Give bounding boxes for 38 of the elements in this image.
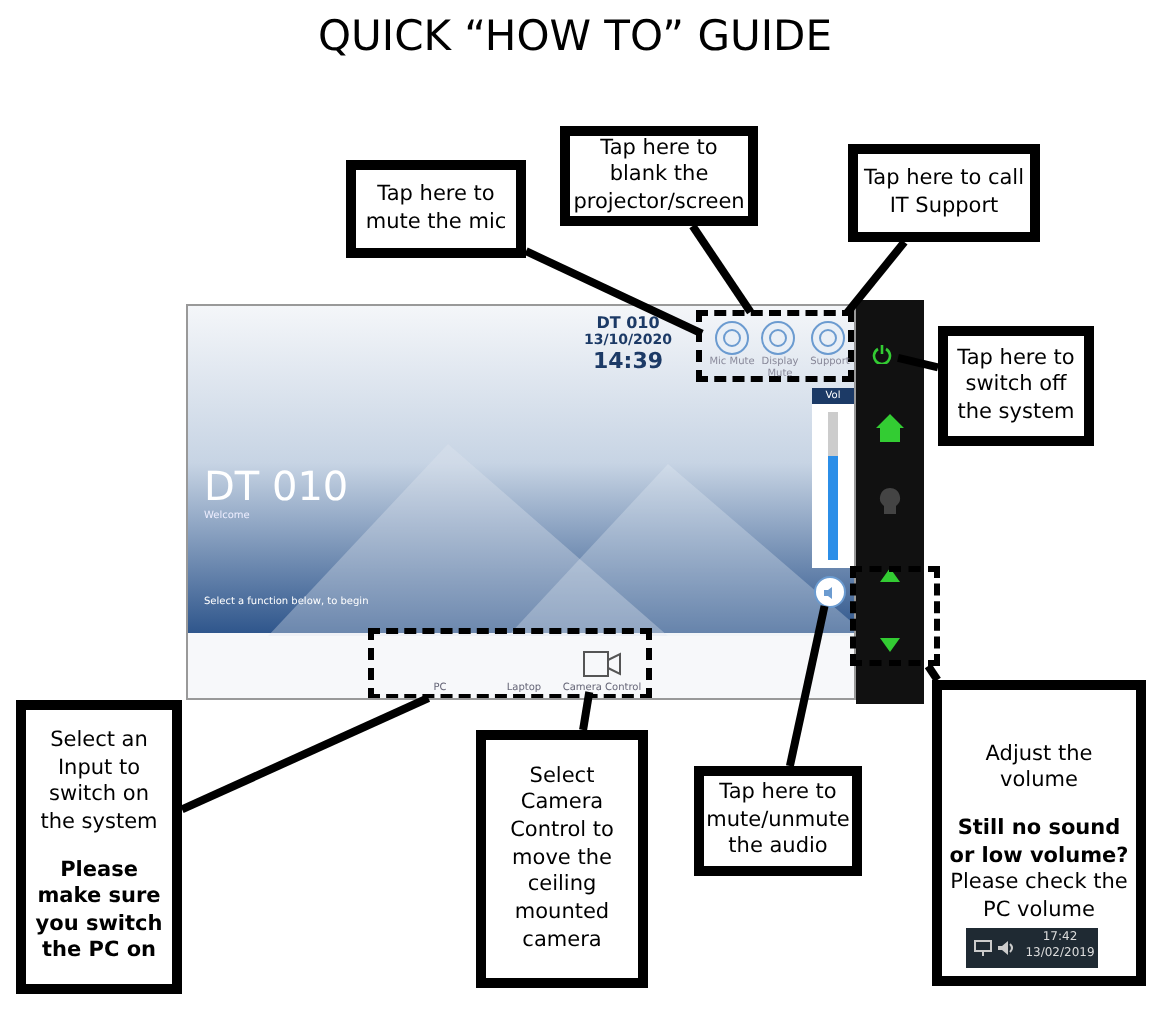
room-title: DT 010 xyxy=(204,462,349,510)
callout-box xyxy=(476,730,648,988)
room-name: DT 010 xyxy=(594,314,662,332)
touch-screen xyxy=(186,304,856,700)
dashed-highlight xyxy=(368,628,652,698)
speaker-button xyxy=(814,576,846,608)
callout-box xyxy=(938,326,1094,446)
leader-line xyxy=(579,691,594,731)
callout-text: Please check the PC volume xyxy=(948,870,1130,925)
leader-line xyxy=(842,239,908,317)
callout-text: Tap here to switch off the system xyxy=(955,345,1077,427)
callout-text: Select an Input to switch on the system xyxy=(38,727,160,837)
dashed-highlight xyxy=(696,310,854,382)
callout-text: Tap here to mute/unmute the audio xyxy=(706,780,850,862)
callout-box xyxy=(16,700,182,994)
callout-text: Adjust the volume xyxy=(983,741,1095,796)
callout-box xyxy=(848,144,1040,242)
callout-text: Tap here to blank the projector/screen xyxy=(573,135,745,217)
callout-box xyxy=(560,126,758,226)
side-panel xyxy=(856,300,924,704)
leader-line xyxy=(689,223,754,315)
callout-box xyxy=(346,160,526,258)
time-text: 14:39 xyxy=(590,348,665,374)
callout-text: Please make sure you switch the PC on xyxy=(33,857,165,967)
leader-line xyxy=(897,353,939,372)
callout-box xyxy=(932,680,1146,986)
callout-box xyxy=(694,766,862,876)
taskbar-clock xyxy=(966,928,1098,968)
callout-text: Tap here to call IT Support xyxy=(862,165,1026,221)
leader-line xyxy=(786,605,829,767)
volume-panel xyxy=(812,388,854,568)
leader-line xyxy=(180,694,431,814)
callout-text: Select Camera Control to move the ceiling mounted camera xyxy=(508,763,616,955)
leader-line xyxy=(924,663,941,683)
callout-text: Tap here to mute the mic xyxy=(363,181,509,237)
title: QUICK “HOW TO” GUIDE xyxy=(315,12,834,60)
dashed-highlight xyxy=(850,566,940,666)
callout-text: Still no sound or low volume? xyxy=(947,815,1131,871)
